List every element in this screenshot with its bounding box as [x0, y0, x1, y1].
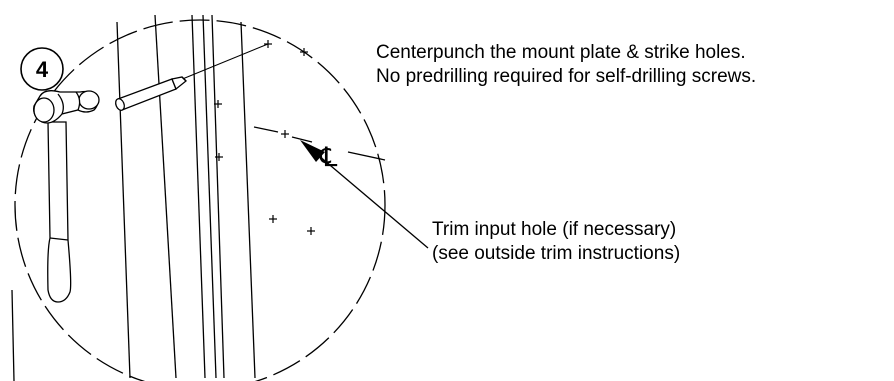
instruction-text: Centerpunch the mount plate & strike hol… — [376, 41, 756, 89]
trim-hole-leader-arrow — [300, 140, 429, 249]
step-number-badge: 4 — [20, 47, 64, 91]
centerline-symbol: ℄ — [319, 142, 338, 172]
centerline — [253, 126, 386, 161]
hole-mark — [300, 48, 308, 56]
trim-note-line-1: Trim input hole (if necessary) — [432, 219, 677, 240]
door-edge-lines — [11, 14, 256, 381]
instruction-line-1: Centerpunch the mount plate & strike hol… — [376, 42, 746, 63]
center-punch-icon — [115, 43, 269, 111]
hole-mark — [307, 227, 315, 235]
detail-view-circle — [14, 19, 386, 381]
trim-note-line-2: (see outside trim instructions) — [432, 243, 681, 264]
hole-mark — [215, 153, 223, 161]
trim-hole-note: Trim input hole (if necessary) (see outs… — [432, 218, 680, 266]
instruction-line-2: No predrilling required for self-drillin… — [376, 66, 757, 87]
trim-hole-mark — [281, 130, 289, 138]
hammer-icon — [33, 90, 100, 303]
hole-mark — [214, 100, 222, 108]
step-number: 4 — [36, 57, 49, 82]
hole-mark — [269, 215, 277, 223]
screw-hole-marks — [214, 40, 315, 235]
